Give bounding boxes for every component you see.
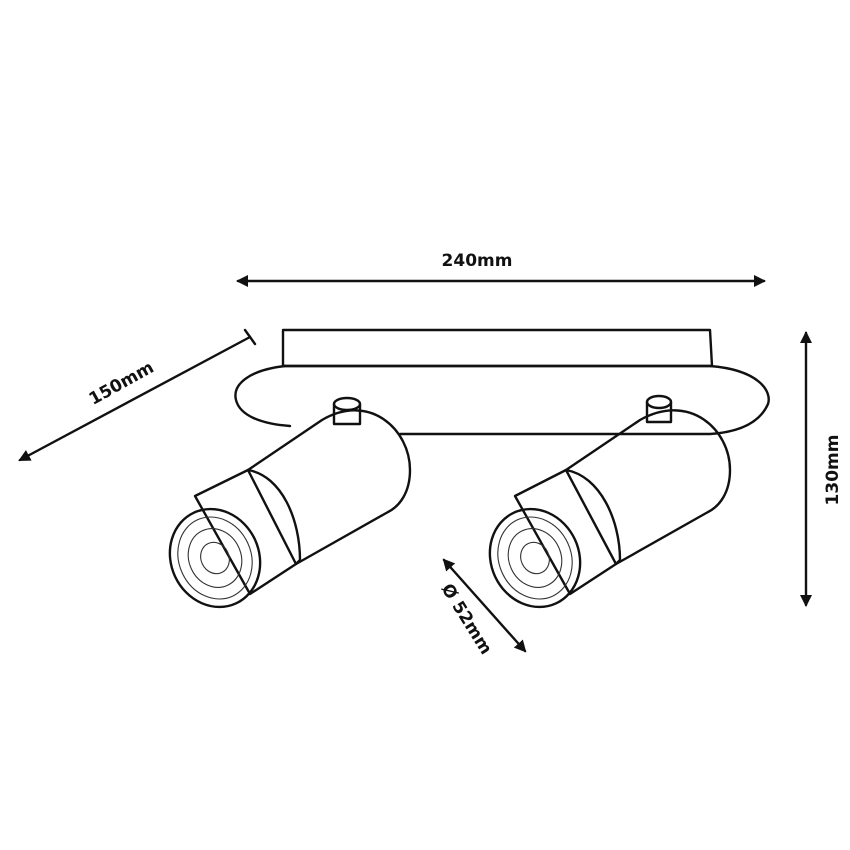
dimension-height: 130mm	[800, 331, 843, 607]
spotlight-right	[488, 394, 732, 609]
dimension-width-label: 240mm	[442, 251, 513, 271]
dimension-height-label: 130mm	[823, 435, 843, 506]
mounting-plate	[234, 328, 770, 436]
dimension-width: 240mm	[236, 251, 766, 287]
dimension-depth: 150mm	[18, 328, 257, 462]
dimension-diameter: Ø 52mm	[437, 558, 527, 658]
dimension-depth-label: 150mm	[86, 358, 158, 410]
spotlight-left	[168, 396, 412, 609]
dimension-diameter-label: Ø 52mm	[437, 580, 496, 658]
